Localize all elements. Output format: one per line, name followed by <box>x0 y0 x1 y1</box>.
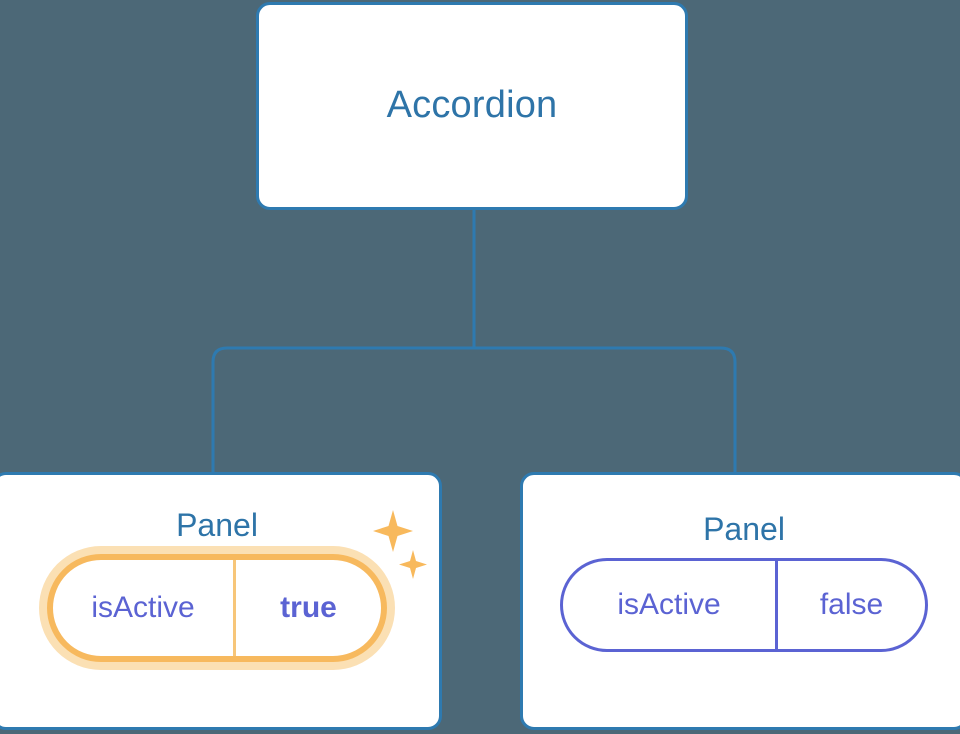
connector-branch-left <box>211 346 474 474</box>
prop-pill-inactive-key: isActive <box>617 588 721 621</box>
prop-pill-active-key: isActive <box>91 591 195 624</box>
prop-pill-inactive[interactable]: isActive false <box>560 558 928 652</box>
sparkle-small-icon <box>399 550 427 579</box>
sparkle-large-icon <box>373 510 413 552</box>
prop-pill-active-wrapper: isActive true <box>47 510 427 662</box>
node-panel-inactive[interactable]: Panel isActive false <box>520 472 960 730</box>
connector-branch-right <box>474 346 737 474</box>
node-panel-inactive-title: Panel <box>703 511 785 547</box>
node-accordion-title: Accordion <box>386 84 558 127</box>
prop-pill-inactive-value: false <box>775 561 925 649</box>
prop-pill-active[interactable]: isActive true <box>47 554 387 662</box>
prop-pill-active-value: true <box>233 560 381 656</box>
sparkles-group <box>373 510 427 579</box>
node-accordion[interactable]: Accordion <box>256 2 688 210</box>
prop-pill-inactive-wrapper: isActive false <box>560 558 928 652</box>
node-panel-active[interactable]: Panel isActive true <box>0 472 442 730</box>
node-panel-active-title: Panel <box>176 507 258 543</box>
